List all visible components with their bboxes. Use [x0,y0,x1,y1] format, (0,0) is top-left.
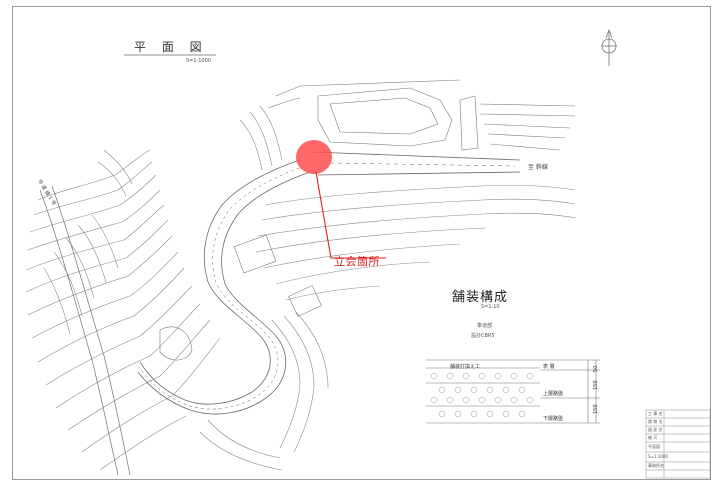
title-block-cell: 事務所名 [648,463,664,468]
right-hillside-contours [199,105,577,471]
pavement-table-header: 舗装打換え工 [450,364,481,370]
pavement-note-road: 車道部 [477,323,493,329]
pavement-scale: S=1:10 [481,304,500,310]
plan-title: 平 面 図 [134,40,208,54]
inspection-point-marker[interactable] [296,140,332,174]
inspection-point-label: 立会箇所 [334,255,380,268]
title-block-cell: 平面図 [648,444,660,449]
pavement-section-table [426,359,600,424]
plan-scale: S=1:1000 [186,58,211,64]
left-hillside-contours [25,149,221,471]
drawing-frame [12,6,711,480]
title-block-cell: 縮 尺 [648,435,658,440]
title-block [645,409,711,479]
layer-thickness: 150 [593,380,599,390]
title-block-cell: S=1:1000 [648,454,668,459]
title-block-cell: 工 事 名 [648,411,663,416]
left-road [39,185,131,476]
layer-thickness: 150 [593,404,599,414]
north-arrow-icon [601,28,617,66]
title-block-cell: 路 線 名 [648,419,663,424]
buildings [159,79,576,361]
pavement-note-cbr: 設計CBR5 [471,333,495,339]
title-block-cell: 図 面 名 [648,427,663,432]
layer-name: 表 層 [543,364,555,370]
aggregate-pattern [430,372,534,418]
callout-leader-line [315,171,386,259]
layer-name: 下層路盤 [543,416,564,422]
right-road [311,151,521,176]
right-road-label: 至 幹線 [528,164,548,171]
pavement-title: 舗装構成 [452,290,509,305]
main-road [137,159,311,415]
layer-name: 上層路盤 [543,391,564,397]
layer-thickness: 50 [593,365,599,372]
